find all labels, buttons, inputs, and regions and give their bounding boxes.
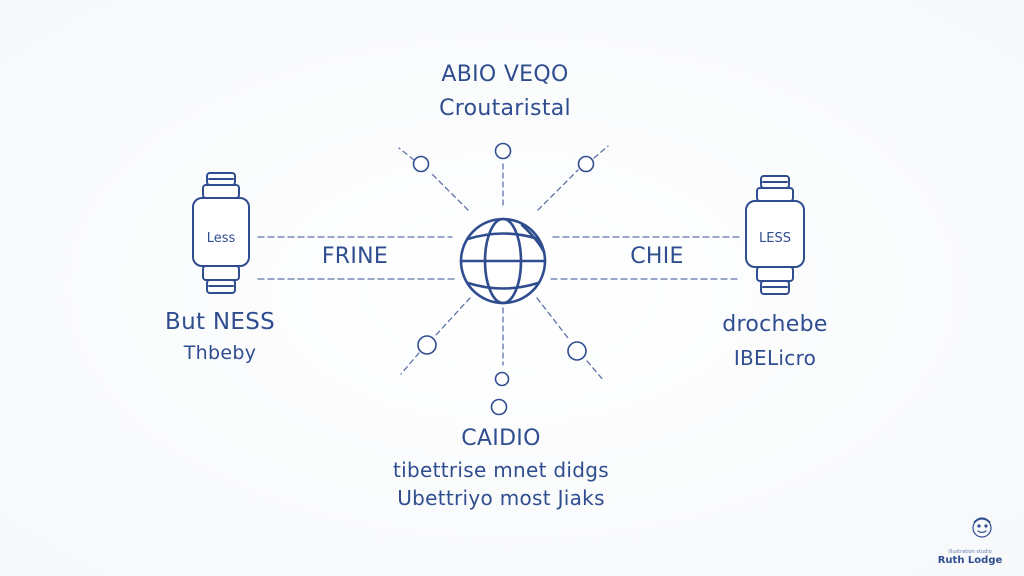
globe-icon (459, 217, 547, 305)
top-title: ABIO VEQO (441, 62, 569, 87)
left-connector-label: FRINE (321, 244, 389, 269)
top-subtitle: Croutaristal (439, 96, 571, 121)
right-connector-label: CHIE (630, 244, 684, 269)
watermark-name: Ruth Lodge (937, 555, 1003, 566)
bottom-line-1: tibettrise mnet didgs (393, 458, 609, 482)
spoke-lower-left-tail (400, 352, 420, 375)
spoke-upper-right-tail (593, 145, 609, 159)
left-device-sub: Thbeby (183, 342, 257, 364)
left-device-name: But NESS (164, 309, 276, 335)
spoke-lower-left (434, 297, 471, 337)
cylinder-device-icon (745, 175, 805, 295)
bottom-line-2: Ubettriyo most Jiaks (397, 486, 605, 510)
spoke-lines (398, 145, 609, 382)
bottom-title: CAIDIO (461, 426, 541, 451)
right-device-name: drochebe (722, 312, 828, 337)
node-circle-icon (490, 398, 508, 416)
connector-lines (257, 236, 741, 280)
spoke-lower-right (536, 297, 569, 339)
node-circle-icon (494, 371, 510, 387)
spoke-upper-left (429, 171, 469, 211)
face-logo-icon (972, 517, 992, 538)
node-circle-icon (412, 155, 430, 173)
cylinder-device-icon (192, 172, 250, 294)
right-device-sub: IBELicro (733, 346, 817, 370)
right-device-label: LESS (759, 231, 791, 246)
left-device-label: Less (206, 231, 236, 246)
node-circle-icon (577, 155, 595, 173)
node-circle-icon (494, 142, 512, 160)
spoke-upper-right (537, 169, 579, 211)
node-circles (412, 142, 595, 416)
watermark-tagline: illustration studio (948, 549, 992, 555)
watermark: illustration studio Ruth Lodge (930, 527, 1010, 566)
node-circle-icon (567, 341, 587, 361)
spoke-lower-right-tail (586, 360, 605, 382)
spoke-upper-left-tail (398, 147, 415, 161)
node-circle-icon (417, 335, 437, 355)
